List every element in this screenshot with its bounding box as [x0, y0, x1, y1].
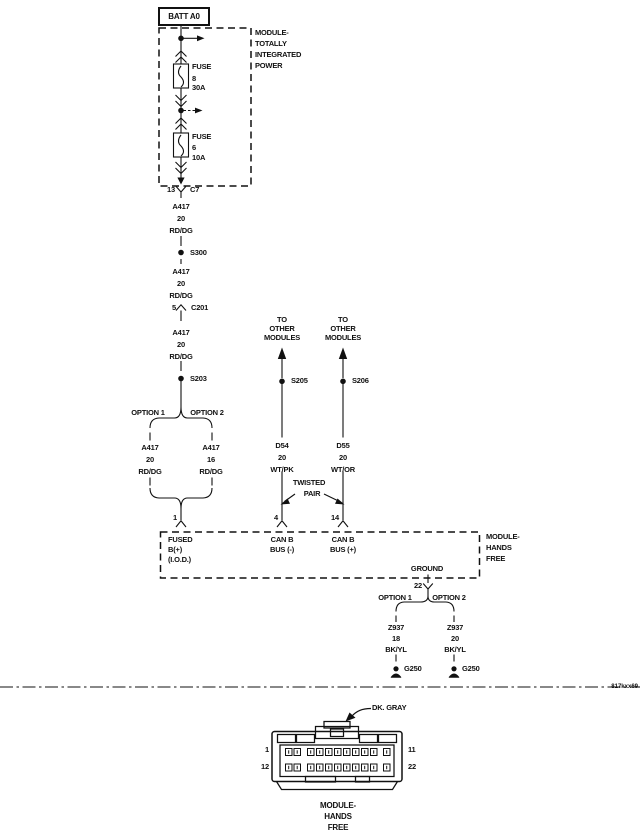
- hands-free-module-label: MODULE- HANDS FREE: [486, 532, 520, 563]
- to-other-modules-right: TO OTHER MODULES: [324, 314, 362, 342]
- hands-free-dashed-box: [159, 531, 481, 579]
- ground-g250-label-1: G250: [404, 663, 422, 673]
- ground-option1-label: OPTION 1: [378, 593, 412, 602]
- connector-pin12-label: 12: [261, 761, 269, 771]
- pin1-number: 1: [173, 513, 177, 522]
- splice-s203-label: S203: [190, 374, 207, 383]
- ground-g250-icon: [448, 666, 460, 678]
- splice-s206-dot: [340, 378, 346, 385]
- right-arrowhead-icon: [195, 107, 203, 114]
- fuse1-number: 8: [192, 73, 196, 83]
- tipm-module-label: MODULE- TOTALLY INTEGRATED POWER: [255, 28, 302, 70]
- connector-pin22-label: 22: [408, 761, 416, 771]
- dkgray-arrowhead-icon: [345, 712, 356, 722]
- ground-option2-label: OPTION 2: [432, 593, 466, 602]
- wire-label-z937-2: Z937 20 BK/YL: [444, 623, 466, 654]
- connector-latch-tab: [323, 720, 351, 729]
- wire-label-a417-3: A417 20 RD/DG: [169, 327, 193, 361]
- pin22-connector-icon: [422, 583, 434, 590]
- c7-connector-icon: [175, 186, 187, 198]
- junction-dot: [178, 35, 184, 42]
- cavity-fused-b-label: FUSED B(+) (I.O.D.): [168, 535, 193, 564]
- fuse1-label: FUSE: [192, 62, 212, 71]
- c201-pin-number: 5: [172, 303, 176, 312]
- c7-connector-label: C7: [190, 185, 200, 194]
- ground-g250-label-2: G250: [462, 663, 480, 673]
- fuse2-rating: 10A: [192, 153, 206, 162]
- pin14-number: 14: [331, 512, 339, 522]
- down-arrowhead-icon: [177, 177, 185, 185]
- connector-body: [271, 730, 403, 783]
- fuse2-label: FUSE: [192, 131, 212, 141]
- to-other-modules-left: TO OTHER MODULES: [263, 314, 301, 342]
- pin1-connector-icon: [175, 519, 187, 528]
- c201-connector-icon: [175, 303, 187, 321]
- wire-label-d55: D55 20 WT/OR: [331, 441, 355, 474]
- splice-s203-dot: [178, 375, 184, 382]
- splice-s205-label: S205: [291, 376, 308, 385]
- up-arrowhead-icon: [277, 347, 287, 359]
- junction-dot: [178, 107, 184, 114]
- connector-color-label: DK. GRAY: [372, 703, 407, 712]
- connector-pin1-label: 1: [265, 745, 269, 754]
- option2-label: OPTION 2: [190, 408, 224, 417]
- wire-label-a417-1: A417 20 RD/DG: [169, 201, 193, 235]
- ground-g250-icon: [390, 666, 402, 678]
- pin14-connector-icon: [337, 519, 349, 528]
- c7-pin-number: 13: [167, 185, 175, 194]
- cavity-canb-minus-label: CAN B BUS (-): [269, 535, 295, 554]
- twisted-left-arrowhead-icon: [280, 498, 290, 505]
- pin22-number: 22: [414, 580, 422, 590]
- fuse2-number: 6: [192, 143, 196, 152]
- splice-s205-dot: [279, 378, 285, 385]
- pin4-connector-icon: [276, 519, 288, 528]
- battery-feed-box: BATT A0: [158, 7, 210, 26]
- tipm-dashed-box: [158, 27, 252, 187]
- wire-label-d54: D54 20 WT/PK: [270, 441, 294, 474]
- up-arrowhead-icon: [338, 347, 348, 359]
- twisted-pair-label-line1: TWISTED: [292, 478, 326, 487]
- connector-pin11-label: 11: [408, 745, 416, 754]
- pin4-number: 4: [274, 512, 278, 522]
- c201-connector-label: C201: [191, 303, 209, 312]
- connector-drawing: [271, 707, 403, 791]
- wire-label-z937-1: Z937 18 BK/YL: [385, 623, 407, 654]
- splice-s300-label: S300: [190, 248, 207, 257]
- splice-s206-label: S206: [352, 376, 369, 385]
- cavity-ground-label: GROUND: [410, 564, 444, 573]
- cavity-canb-plus-label: CAN B BUS (+): [330, 535, 356, 554]
- splice-s300-dot: [178, 249, 184, 256]
- twisted-pair-label-line2: PAIR: [303, 488, 321, 498]
- wire-label-option1: A417 20 RD/DG: [138, 443, 162, 476]
- wire-label-a417-2: A417 20 RD/DG: [169, 266, 193, 300]
- right-arrowhead-icon: [197, 35, 205, 42]
- figure-id-label: 817kxx69: [611, 683, 638, 690]
- connector-caption: MODULE- HANDS FREE: [320, 801, 356, 832]
- fuse1-rating: 30A: [192, 83, 206, 92]
- twisted-right-arrowhead-icon: [335, 498, 345, 505]
- option1-label: OPTION 1: [131, 408, 165, 417]
- connector-terminals: [285, 748, 391, 772]
- wire-label-option2: A417 16 RD/DG: [199, 443, 223, 476]
